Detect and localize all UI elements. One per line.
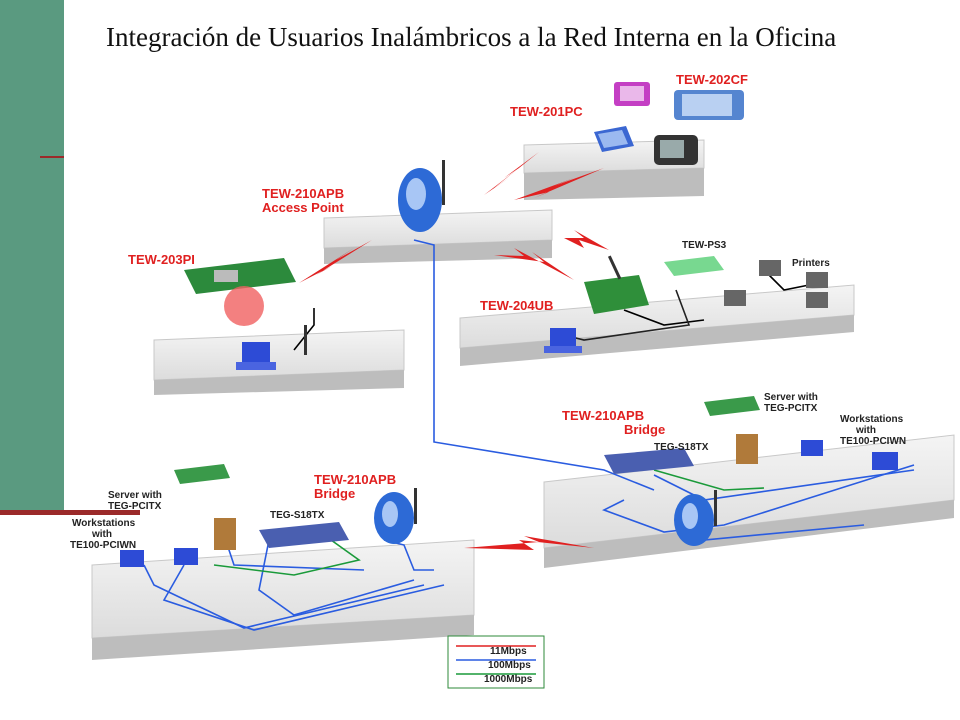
label-printers: Printers: [792, 258, 830, 269]
label-right-bridge: Bridge: [624, 422, 665, 437]
label-left-server-2: TEG-PCITX: [108, 501, 162, 512]
pci-card-device-icon: [184, 258, 307, 355]
legend-label-100mbps: 100Mbps: [488, 660, 531, 671]
label-left-bridge-model: TEW-210APB: [314, 472, 396, 487]
right-server-card-icon: [704, 396, 760, 416]
right-workstation-icons: [801, 440, 898, 470]
label-right-switch: TEG-S18TX: [654, 442, 709, 453]
left-server-card-icon: [174, 464, 230, 484]
label-right-server-1: Server with: [764, 392, 818, 403]
platform-pci-card: [153, 329, 405, 395]
left-server-tower-icon: [214, 518, 236, 550]
sidebar-accent-tick: [40, 156, 64, 158]
wired-links: [143, 239, 915, 631]
print-server-device-icon: [664, 256, 724, 276]
label-tew-ps3: TEW-PS3: [682, 240, 727, 251]
platform-left-office: [91, 539, 475, 660]
left-switch-icon: [259, 522, 349, 548]
label-left-switch: TEG-S18TX: [270, 510, 325, 521]
pc-workstation-icon-printer-area: [544, 328, 582, 353]
handheld-device-icon: [654, 135, 698, 165]
label-right-server-2: TEG-PCITX: [764, 403, 818, 414]
label-left-ws-1: Workstations: [72, 518, 136, 529]
label-tew-201pc: TEW-201PC: [510, 104, 583, 119]
label-right-bridge-model: TEW-210APB: [562, 408, 644, 423]
label-tew-202cf: TEW-202CF: [676, 72, 748, 87]
legend-label-11mbps: 11Mbps: [490, 646, 527, 657]
right-switch-icon: [604, 448, 694, 474]
usb-adapter-device-icon: [584, 255, 649, 314]
left-workstation-icons: [120, 548, 198, 567]
speed-legend: 11Mbps 100Mbps 1000Mbps: [447, 635, 545, 689]
label-tew-210apb-ap: TEW-210APB: [262, 186, 344, 201]
label-right-ws-1: Workstations: [840, 414, 904, 425]
tablet-device-icon: [674, 90, 744, 120]
legend-label-1000mbps: 1000Mbps: [484, 674, 533, 685]
laptop-device-icon: [594, 126, 634, 152]
left-bridge-device-icon: [374, 488, 417, 544]
wireless-links: [299, 152, 609, 550]
platform-access-point: [323, 209, 553, 264]
pc-workstation-icon-left-mid: [236, 342, 276, 370]
label-access-point: Access Point: [262, 200, 344, 215]
access-point-device-icon: [398, 160, 445, 232]
label-tew-203pi: TEW-203PI: [128, 252, 195, 267]
label-left-ws-2: with: [91, 529, 112, 540]
label-left-server-1: Server with: [108, 490, 162, 501]
printer-icons: [724, 260, 828, 308]
sidebar-accent-rule: [0, 510, 140, 515]
network-diagram: TEW-202CF TEW-201PC TEW-210APB Access Po…: [70, 72, 955, 689]
label-left-ws-3: TE100-PCIWN: [70, 540, 136, 551]
label-tew-204ub: TEW-204UB: [480, 298, 553, 313]
slide-sidebar-band: [0, 0, 64, 512]
pda-device-icon: [614, 82, 650, 106]
right-server-tower-icon: [736, 434, 758, 464]
slide-title: Integración de Usuarios Inalámbricos a l…: [106, 22, 837, 52]
label-left-bridge: Bridge: [314, 486, 355, 501]
label-right-ws-3: TE100-PCIWN: [840, 436, 906, 447]
right-bridge-device-icon: [674, 490, 717, 546]
label-right-ws-2: with: [855, 425, 876, 436]
